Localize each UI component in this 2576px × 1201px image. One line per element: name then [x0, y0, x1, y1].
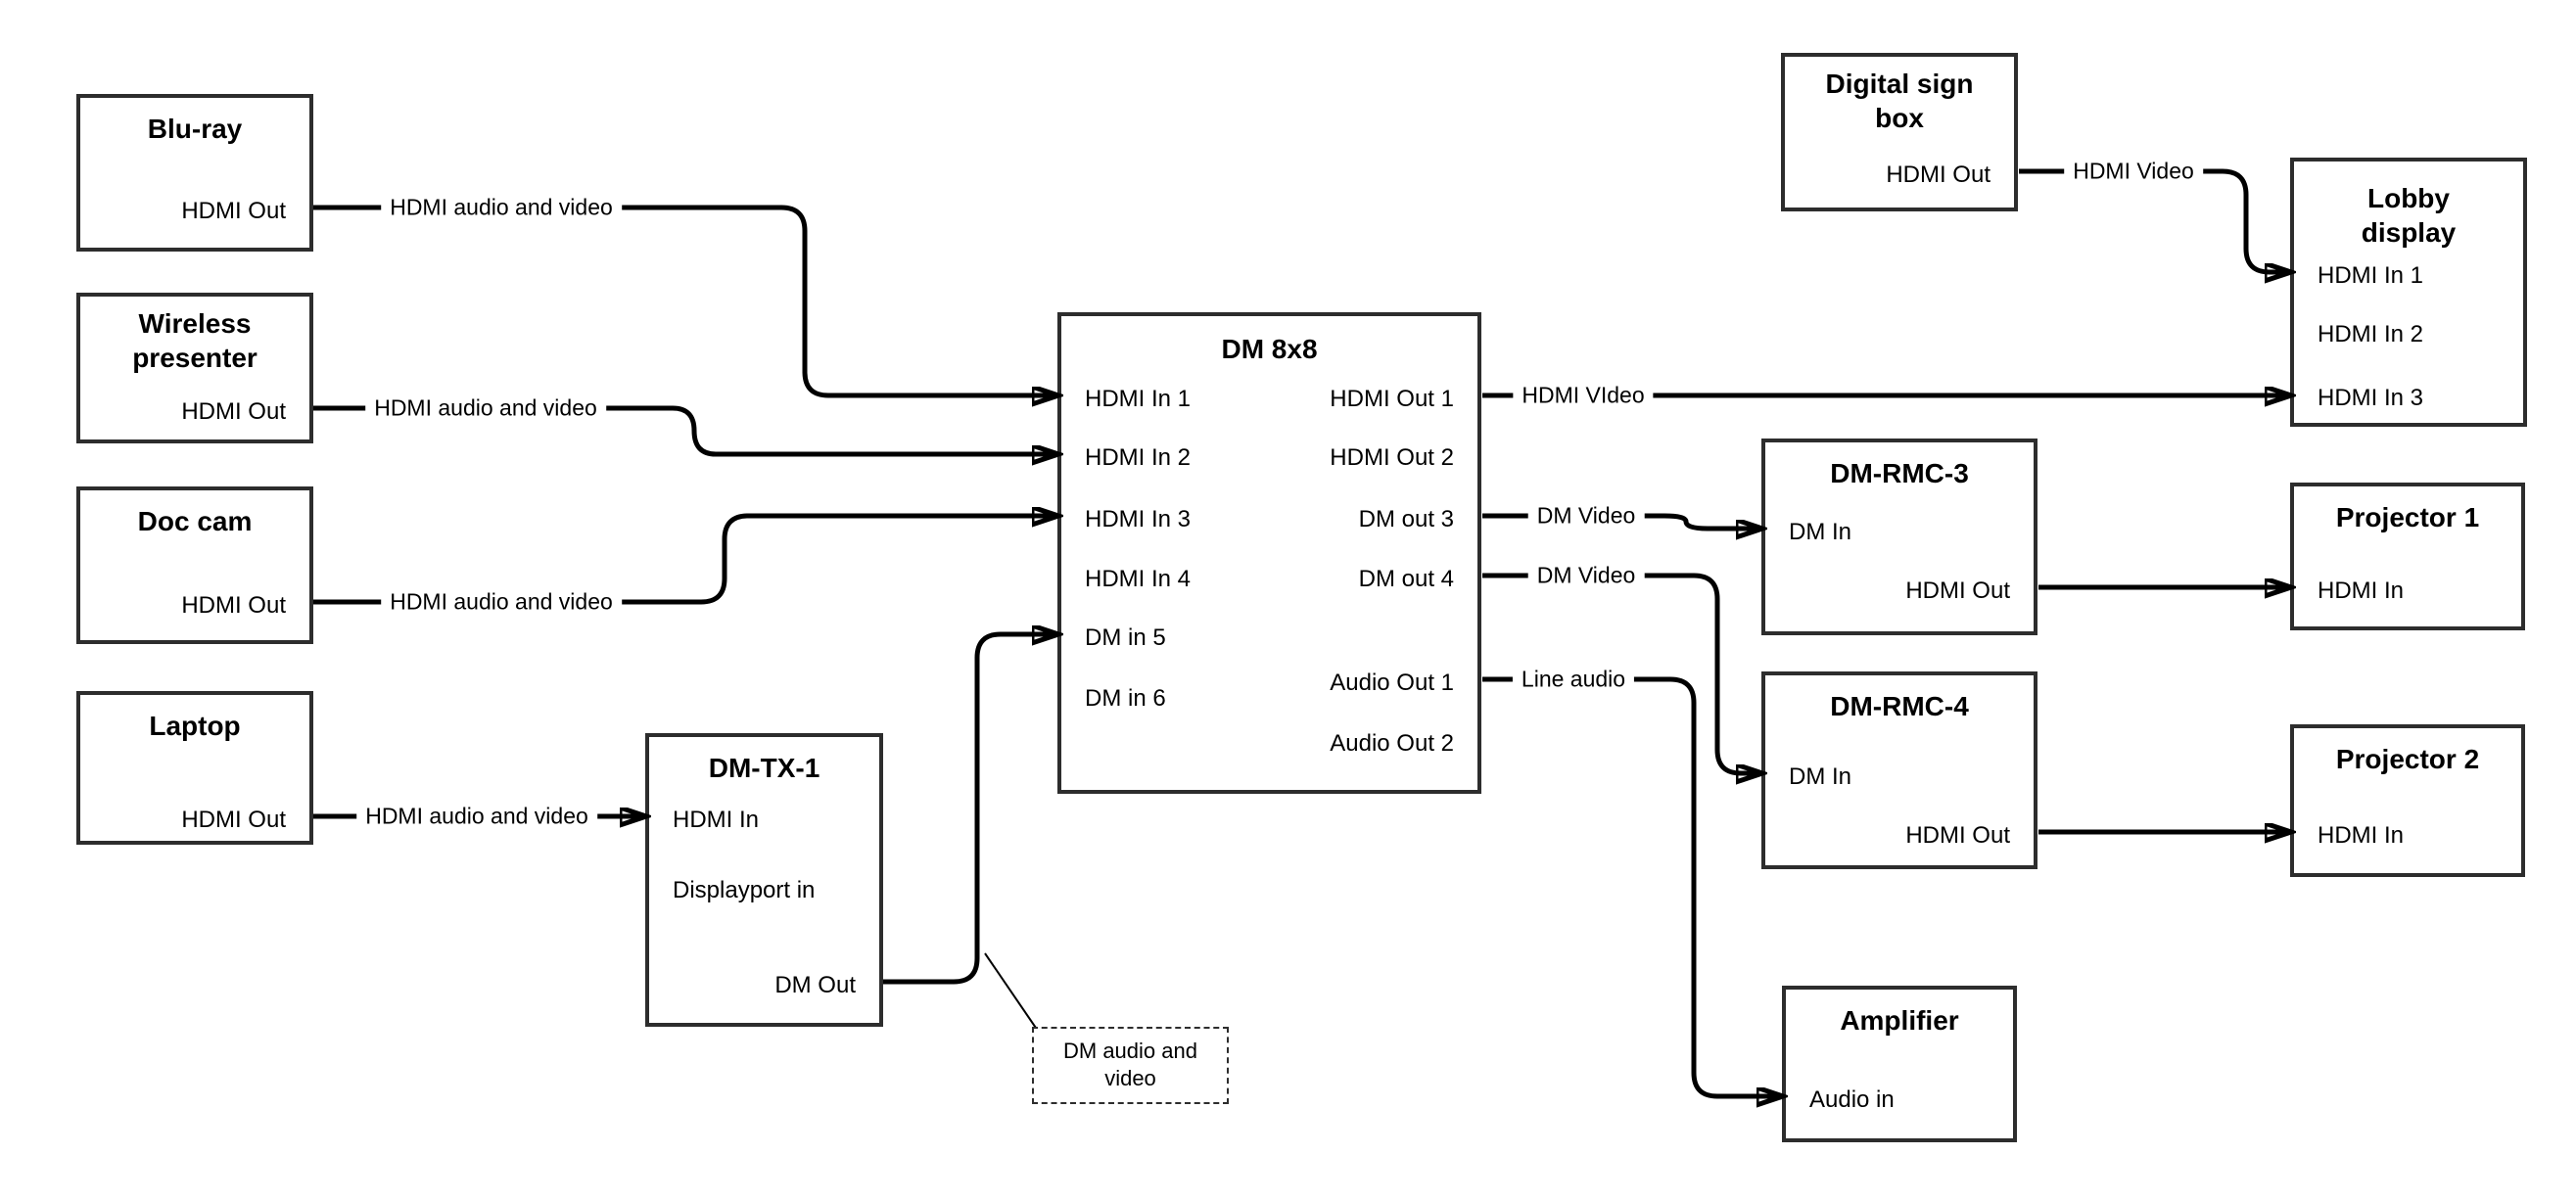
wire-label-laptop: HDMI audio and video: [356, 803, 597, 830]
port-dm8x8-hdmi-out-1: HDMI Out 1: [1330, 386, 1454, 412]
node-laptop-title: Laptop: [149, 711, 241, 741]
port-proj2-hdmi-in: HDMI In: [2318, 822, 2405, 849]
port-lobby-hdmi-in-3: HDMI In 3: [2318, 385, 2424, 411]
port-digisign-hdmi-out: HDMI Out: [1886, 162, 1991, 188]
port-dm8x8-hdmi-in-2: HDMI In 2: [1085, 444, 1192, 471]
wire-digisign-to-lobby-in1: [2019, 168, 2290, 272]
port-dmtx1-dm-out: DM Out: [774, 972, 856, 998]
node-bluray-title: Blu-ray: [147, 114, 243, 144]
node-projector-2: Projector 2 HDMI In: [2290, 724, 2525, 877]
wire-label-digisign: HDMI Video: [2064, 158, 2203, 185]
node-amplifier-title: Amplifier: [1840, 1005, 1959, 1036]
node-laptop: Laptop HDMI Out: [76, 691, 313, 845]
node-dm-rmc-4-title: DM-RMC-4: [1830, 691, 1969, 721]
port-dm8x8-audio-out-1: Audio Out 1: [1330, 670, 1454, 696]
port-dm8x8-hdmi-in-3: HDMI In 3: [1085, 506, 1192, 532]
wire-dmtx1-to-dm8x8-in5: [883, 634, 1057, 985]
node-bluray: Blu-ray HDMI Out: [76, 94, 313, 252]
wire-label-doccam: HDMI audio and video: [381, 588, 622, 616]
note-callout-line: [984, 952, 1041, 1035]
port-proj1-hdmi-in: HDMI In: [2318, 577, 2405, 604]
port-lobby-hdmi-in-1: HDMI In 1: [2318, 262, 2424, 289]
annotation-note-text: DM audio and video: [1063, 1039, 1197, 1090]
node-doc-cam: Doc cam HDMI Out: [76, 486, 313, 644]
node-dm-rmc-3-title: DM-RMC-3: [1830, 458, 1969, 488]
wire-label-bluray: HDMI audio and video: [381, 194, 622, 221]
port-lobby-hdmi-in-2: HDMI In 2: [2318, 321, 2424, 347]
port-amp-audio-in: Audio in: [1809, 1086, 1895, 1113]
port-dm8x8-hdmi-out-2: HDMI Out 2: [1330, 444, 1454, 471]
node-projector-1: Projector 1 HDMI In: [2290, 483, 2525, 630]
wire-label-dm-out4: DM Video: [1527, 562, 1645, 589]
wire-label-wireless: HDMI audio and video: [365, 394, 606, 422]
node-dm-rmc-3: DM-RMC-3 DM In HDMI Out: [1761, 439, 2037, 635]
wire-label-hdmi-out1: HDMI VIdeo: [1513, 382, 1654, 409]
wire-label-audio-out1: Line audio: [1512, 666, 1635, 693]
port-dmrmc3-dm-in: DM In: [1789, 519, 1852, 545]
annotation-note: DM audio and video: [1032, 1027, 1229, 1104]
node-dm-tx-1-title: DM-TX-1: [708, 753, 820, 783]
port-dmrmc3-hdmi-out: HDMI Out: [1905, 577, 2010, 604]
wire-dm8x8-audio1-to-amp: [1482, 676, 1782, 1096]
node-lobby-display-title: Lobby display: [2361, 183, 2457, 248]
node-projector-1-title: Projector 1: [2335, 502, 2480, 532]
port-dm8x8-hdmi-in-4: HDMI In 4: [1085, 566, 1192, 592]
port-doccam-hdmi-out: HDMI Out: [181, 592, 286, 619]
node-wireless-presenter-title: Wireless presenter: [132, 308, 258, 373]
node-amplifier: Amplifier Audio in: [1782, 986, 2017, 1142]
port-dm8x8-dm-out-3: DM out 3: [1358, 506, 1454, 532]
node-digital-sign-box: Digital sign box HDMI Out: [1781, 53, 2018, 211]
port-laptop-hdmi-out: HDMI Out: [181, 807, 286, 833]
port-dm8x8-hdmi-in-1: HDMI In 1: [1085, 386, 1192, 412]
port-dmrmc4-dm-in: DM In: [1789, 763, 1852, 790]
port-dm8x8-dm-out-4: DM out 4: [1358, 566, 1454, 592]
port-dm8x8-audio-out-2: Audio Out 2: [1330, 730, 1454, 757]
node-dm-tx-1: DM-TX-1 HDMI In Displayport in DM Out: [645, 733, 883, 1027]
port-dm8x8-dm-in-5: DM in 5: [1085, 624, 1166, 651]
port-dm8x8-dm-in-6: DM in 6: [1085, 685, 1166, 712]
node-dm-8x8-title: DM 8x8: [1221, 334, 1318, 364]
node-digital-sign-box-title: Digital sign box: [1825, 69, 1974, 133]
wire-bluray-to-dm8x8-in1: [313, 205, 1057, 395]
port-dmtx1-displayport-in: Displayport in: [673, 877, 816, 903]
node-lobby-display: Lobby display HDMI In 1 HDMI In 2 HDMI I…: [2290, 158, 2527, 427]
node-dm-8x8: DM 8x8 HDMI In 1 HDMI In 2 HDMI In 3 HDM…: [1057, 312, 1481, 794]
node-dm-rmc-4: DM-RMC-4 DM In HDMI Out: [1761, 671, 2037, 869]
node-wireless-presenter: Wireless presenter HDMI Out: [76, 293, 313, 443]
port-dmrmc4-hdmi-out: HDMI Out: [1905, 822, 2010, 849]
port-bluray-hdmi-out: HDMI Out: [181, 198, 286, 224]
node-projector-2-title: Projector 2: [2335, 744, 2480, 774]
wire-label-dm-out3: DM Video: [1527, 502, 1645, 530]
port-dmtx1-hdmi-in: HDMI In: [673, 807, 760, 833]
port-wireless-hdmi-out: HDMI Out: [181, 398, 286, 425]
node-doc-cam-title: Doc cam: [137, 506, 253, 536]
